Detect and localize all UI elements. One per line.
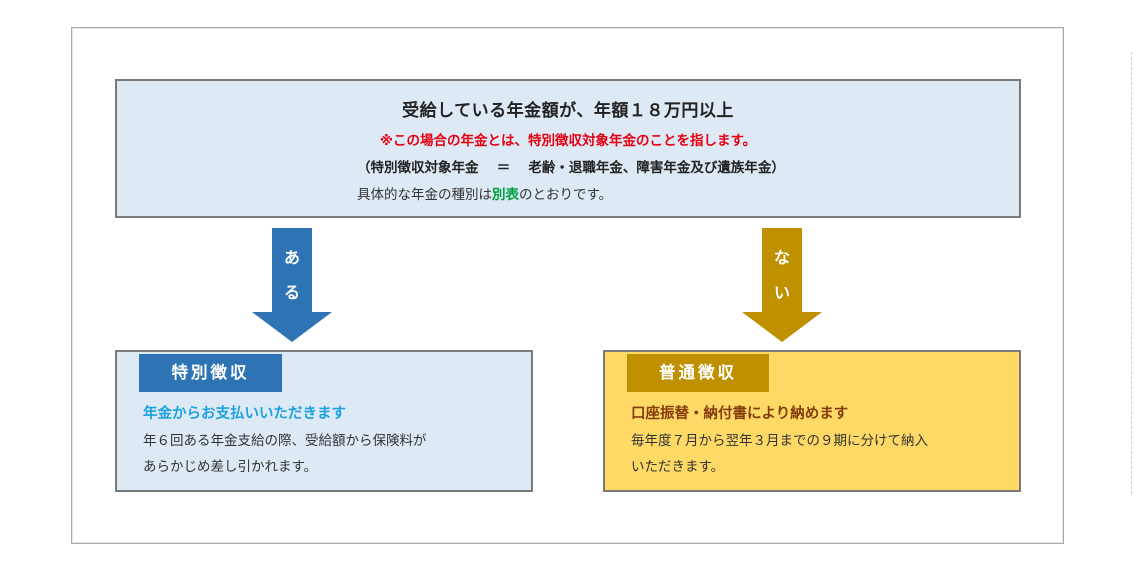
yes-arrow: あ る — [252, 228, 332, 342]
ordinary-collection-line-1: 毎年度７月から翌年３月までの９期に分けて納入 — [631, 433, 928, 449]
ordinary-collection-line-2: いただきます。 — [631, 459, 725, 475]
no-arrow-shaft — [762, 228, 802, 312]
special-collection-box: 特別徴収 年金からお支払いいただきます 年６回ある年金支給の際、受給額から保険料… — [115, 350, 533, 492]
ordinary-collection-body: 毎年度７月から翌年３月までの９期に分けて納入 いただきます。 — [631, 428, 928, 480]
no-arrow-char-2: い — [773, 283, 790, 302]
pension-definition: （特別徴収対象年金 ＝ 老齢・退職年金、障害年金及び遺族年金） — [357, 160, 785, 176]
yes-arrow-shaft — [272, 228, 312, 312]
yes-arrow-char-2: る — [283, 283, 300, 302]
ordinary-collection-tag: 普通徴収 — [627, 354, 769, 392]
yes-arrow-char-1: あ — [283, 248, 300, 267]
side-divider — [1131, 52, 1132, 494]
reference-text-before: 具体的な年金の種別は — [357, 187, 492, 203]
no-arrow-char-1: な — [773, 248, 790, 267]
special-collection-body: 年６回ある年金支給の際、受給額から保険料が あらかじめ差し引かれます。 — [143, 428, 427, 480]
condition-title: 受給している年金額が、年額１８万円以上 — [402, 101, 734, 121]
reference-text-after: のとおりです。 — [519, 187, 613, 203]
special-collection-heading: 年金からお支払いいただきます — [143, 406, 346, 422]
condition-box: 受給している年金額が、年額１８万円以上 ※この場合の年金とは、特別徴収対象年金の… — [115, 79, 1021, 218]
condition-note: ※この場合の年金とは、特別徴収対象年金のことを指します。 — [379, 133, 757, 149]
pension-reference: 具体的な年金の種別は別表のとおりです。 — [357, 183, 612, 203]
no-arrow-head — [742, 312, 822, 342]
yes-arrow-head — [252, 312, 332, 342]
ordinary-collection-box: 普通徴収 口座振替・納付書により納めます 毎年度７月から翌年３月までの９期に分け… — [603, 350, 1021, 492]
appendix-link[interactable]: 別表 — [492, 187, 519, 203]
special-collection-line-1: 年６回ある年金支給の際、受給額から保険料が — [143, 433, 427, 449]
ordinary-collection-heading: 口座振替・納付書により納めます — [631, 406, 849, 422]
no-arrow: な い — [742, 228, 822, 342]
special-collection-tag: 特別徴収 — [139, 354, 282, 392]
special-collection-line-2: あらかじめ差し引かれます。 — [143, 459, 318, 475]
